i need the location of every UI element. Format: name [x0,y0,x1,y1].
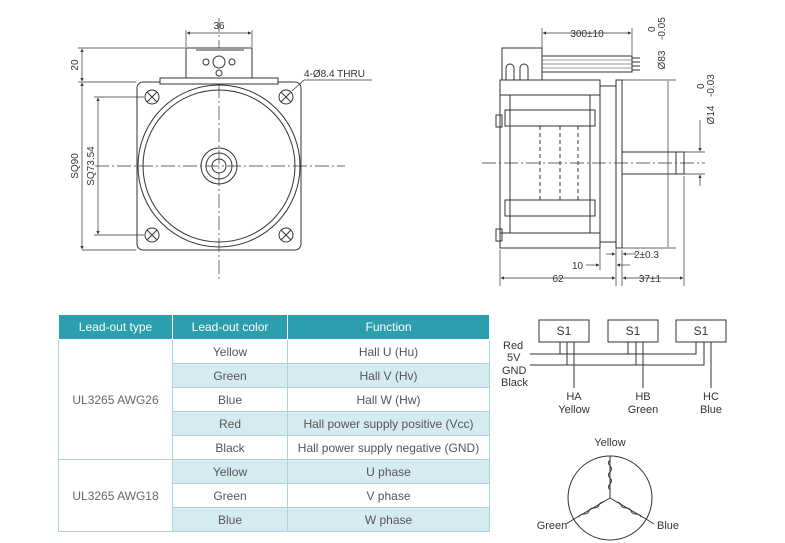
header-lead-type: Lead-out type [58,314,173,340]
sq-inner-label: SQ73.54 [86,146,97,186]
header-function: Function [287,314,490,340]
table-row: Green Hall V (Hv) [59,363,490,388]
mount-hole-bl [144,227,160,243]
hole-note-label: 4-Ø8.4 THRU [304,69,365,80]
lead-function: Hall U (Hu) [287,339,490,364]
dim-width-label: 36 [213,21,225,32]
output-hb-color: Green [628,404,659,416]
lead-function: Hall power supply positive (Vcc) [287,411,490,436]
lead-color: Green [172,363,288,388]
lead-color: Red [172,411,288,436]
table-row: Blue Hall W (Hw) [59,387,490,412]
lead-function: Hall V (Hv) [287,363,490,388]
lead-function: U phase [287,459,490,484]
lead-color: Yellow [172,339,288,364]
dim-shaft-tol-top: 0 [696,83,707,89]
sq-outer-label: SQ90 [70,153,81,179]
label-black: Black [501,377,528,389]
dim-height-label: 20 [70,59,81,71]
lead-color: Blue [172,387,288,412]
table-row: Red Hall power supply positive (Vcc) [59,411,490,436]
lead-color: Green [172,483,288,508]
dim-body-tol-bot: -0.05 [657,17,668,40]
lead-color: Yellow [172,459,288,484]
lead-function: W phase [287,507,490,532]
table-header-row: Lead-out type Lead-out color Function [58,314,490,340]
label-red: Red [503,340,523,352]
front-view [78,18,372,282]
output-hb-name: HB [635,391,650,403]
mount-hole-tr [278,89,294,105]
lead-color: Black [172,435,288,460]
dim-shaft-len-label: 37±1 [639,274,662,285]
header-lead-color: Lead-out color [172,314,288,340]
dim-shaft-dia: Ø14 0 -0.03 [696,74,717,125]
dim-cable-label: 300±10 [570,29,604,40]
dim-body-tol-top: 0 [647,26,658,32]
output-hc-name: HC [703,391,719,403]
lead-function: V phase [287,483,490,508]
mount-hole-tl [144,89,160,105]
output-ha-name: HA [566,391,582,403]
table-row: Green V phase [59,483,490,508]
hall-circuit [530,319,727,388]
winding-left-label: Green [537,520,568,532]
table-row: UL3265 AWG26 Yellow Hall U (Hu) [58,339,490,460]
table-row: UL3265 AWG18 Yellow U phase [58,459,490,532]
label-5v: 5V [507,352,521,364]
dim-flange-gap-label: 2±0.3 [634,250,659,261]
sensor-c-label: S1 [694,324,709,338]
hall-sensor-c [675,319,727,343]
dim-body-dia-label: Ø83 [657,50,668,69]
label-gnd: GND [502,365,527,377]
output-ha-color: Yellow [558,404,589,416]
lead-function: Hall W (Hw) [287,387,490,412]
dim-body-dia: Ø83 0 -0.05 [647,17,668,70]
group-type: UL3265 AWG18 [58,459,173,532]
dim-shaft-tol-bot: -0.03 [706,74,717,97]
winding-diagram [565,455,655,541]
sensor-b-label: S1 [626,324,641,338]
table-row: Blue W phase [59,507,490,532]
winding-right-label: Blue [657,520,679,532]
dim-shaft-dia-label: Ø14 [706,105,717,124]
hall-sensor-b [607,319,659,343]
lead-function: Hall power supply negative (GND) [287,435,490,460]
lead-out-table: Lead-out type Lead-out color Function UL… [58,314,490,532]
hall-sensor-a [538,319,590,343]
side-view [482,28,705,286]
group-type: UL3265 AWG26 [58,339,173,460]
lead-color: Blue [172,507,288,532]
dim-body-len-label: 62 [552,274,564,285]
mount-hole-br [278,227,294,243]
sensor-a-label: S1 [557,324,572,338]
dim-flange-label: 10 [572,261,584,272]
winding-top-label: Yellow [594,437,625,449]
output-hc-color: Blue [700,404,722,416]
